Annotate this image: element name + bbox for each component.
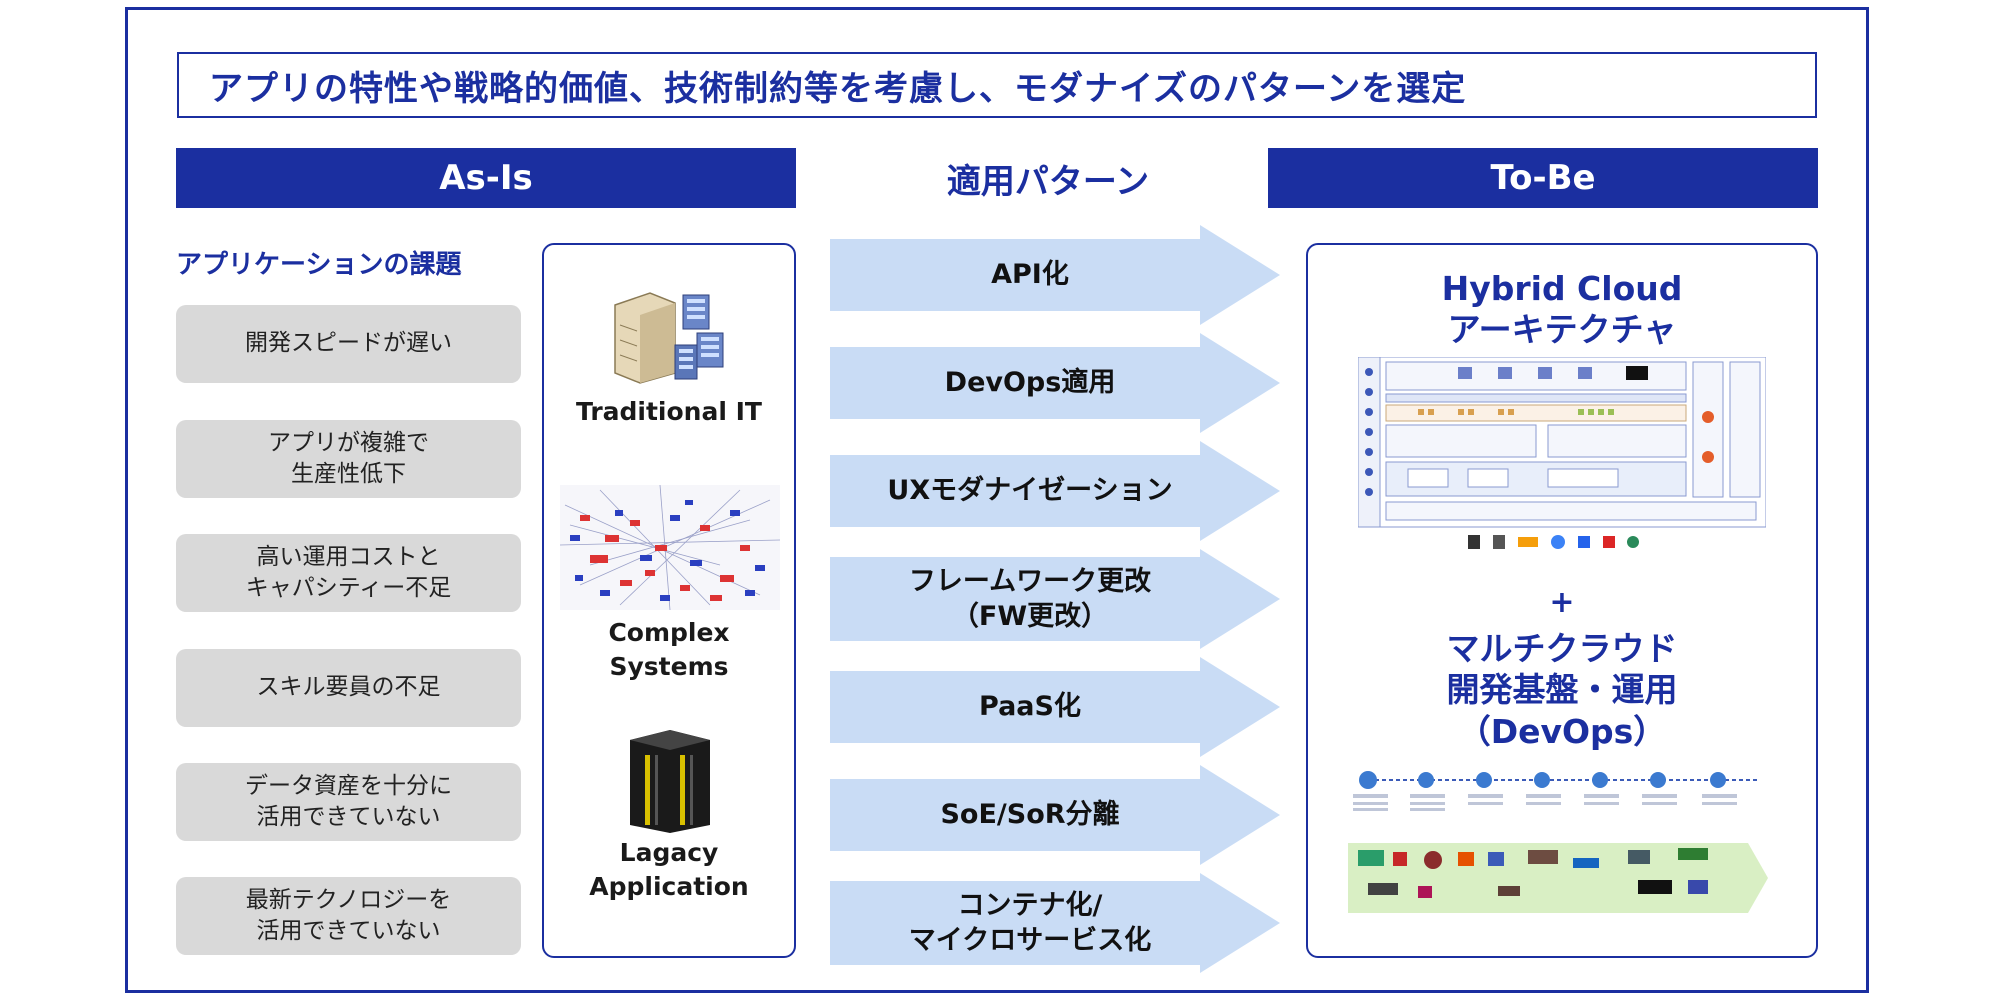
pattern-label: フレームワーク更改 （FW更改） [908, 565, 1152, 632]
pattern-label: PaaS化 [979, 691, 1081, 723]
outer-frame [125, 7, 1869, 993]
plus-sign: + [1549, 585, 1575, 620]
pattern-arrow-devops: DevOps適用 [830, 333, 1280, 433]
pattern-label: UXモダナイゼーション [887, 475, 1173, 507]
issue-item: 最新テクノロジーを 活用できていない [176, 877, 521, 955]
network-graph-icon [560, 485, 780, 610]
issue-item: アプリが複雑で 生産性低下 [176, 420, 521, 498]
pattern-arrow-ux: UXモダナイゼーション [830, 441, 1280, 541]
devops-pipeline-thumbnail [1348, 771, 1768, 913]
pattern-label: コンテナ化/ マイクロサービス化 [908, 889, 1152, 956]
pattern-label: API化 [991, 259, 1069, 291]
issue-item: 高い運用コストと キャパシティー不足 [176, 534, 521, 612]
pattern-arrow-fw: フレームワーク更改 （FW更改） [830, 549, 1280, 649]
issue-item: スキル要員の不足 [176, 649, 521, 727]
systems-box [542, 243, 796, 958]
system-label-complex: Complex Systems [608, 618, 730, 681]
pattern-label: SoE/SoR分離 [940, 799, 1120, 831]
issue-item: 開発スピードが遅い [176, 305, 521, 383]
to-be-box [1306, 243, 1818, 958]
hybrid-cloud-title: Hybrid Cloud アーキテクチャ [1441, 269, 1683, 350]
server-rack-icon [614, 292, 724, 384]
page-title-box: アプリの特性や戦略的価値、技術制約等を考慮し、モダナイズのパターンを選定 [177, 52, 1817, 118]
architecture-diagram-thumbnail [1358, 357, 1766, 549]
issue-item: データ資産を十分に 活用できていない [176, 763, 521, 841]
to-be-header: To-Be [1268, 148, 1818, 208]
multicloud-devops-title: マルチクラウド 開発基盤・運用 （DevOps） [1446, 629, 1678, 751]
system-label-legacy: Lagacy Application [589, 838, 749, 901]
system-label-traditional: Traditional IT [576, 397, 762, 426]
as-is-header: As-Is [176, 148, 796, 208]
pattern-label: DevOps適用 [944, 367, 1116, 399]
pattern-arrow-api: API化 [830, 225, 1280, 325]
pattern-arrow-paas: PaaS化 [830, 657, 1280, 757]
mainframe-icon [630, 730, 710, 833]
issues-title: アプリケーションの課題 [176, 250, 462, 280]
pattern-arrow-container: コンテナ化/ マイクロサービス化 [830, 873, 1280, 973]
page-title: アプリの特性や戦略的価値、技術制約等を考慮し、モダナイズのパターンを選定 [209, 68, 1467, 109]
pattern-arrow-soe-sor: SoE/SoR分離 [830, 765, 1280, 865]
patterns-header: 適用パターン [946, 161, 1150, 202]
